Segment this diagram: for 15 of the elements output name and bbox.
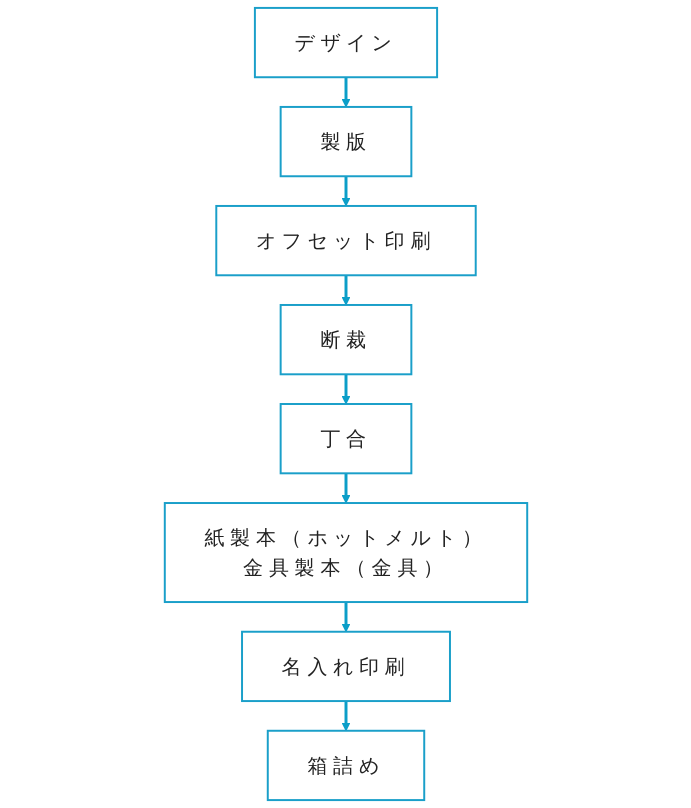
node-box: 製版 xyxy=(279,106,412,178)
node-box: 丁合 xyxy=(279,403,412,474)
arrow xyxy=(341,602,350,632)
node-box: オフセット印刷 xyxy=(214,204,476,276)
arrow xyxy=(341,701,350,732)
arrow xyxy=(341,275,350,306)
node-box: デザイン xyxy=(253,6,438,78)
arrow xyxy=(341,176,350,206)
arrow xyxy=(341,473,350,504)
node-box: 紙製本（ホットメルト） 金具製本（金具） xyxy=(163,502,528,604)
arrow xyxy=(341,77,350,108)
node-box: 名入れ印刷 xyxy=(240,630,450,702)
arrow xyxy=(341,374,350,404)
node-box: 箱詰め xyxy=(266,730,425,802)
node-box: 断裁 xyxy=(279,304,412,376)
